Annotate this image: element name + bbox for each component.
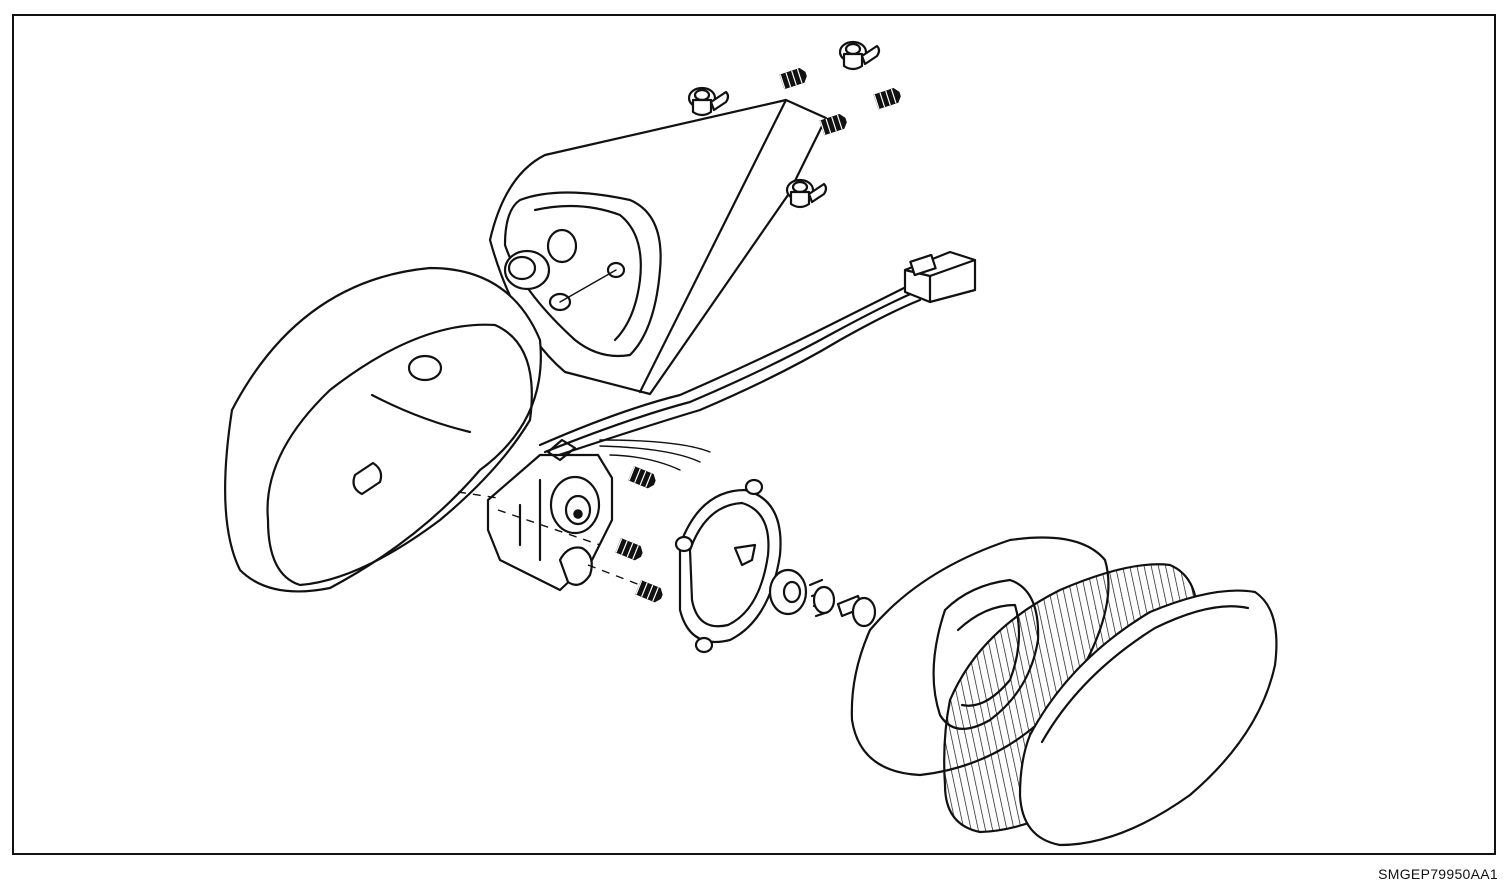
mirror-glass	[1018, 589, 1278, 847]
wiring-harness	[538, 283, 922, 471]
adjuster-gear-spring	[768, 568, 877, 628]
mirror-shell	[224, 266, 542, 593]
pivot-plate	[674, 478, 782, 654]
reference-code: SMGEP79950AA1	[1378, 866, 1498, 882]
actuator-motor	[486, 438, 614, 592]
mirror-base-housing	[488, 98, 828, 396]
actuator-screws	[457, 466, 665, 604]
harness-connector	[903, 250, 977, 304]
diagram-border	[12, 14, 1496, 855]
